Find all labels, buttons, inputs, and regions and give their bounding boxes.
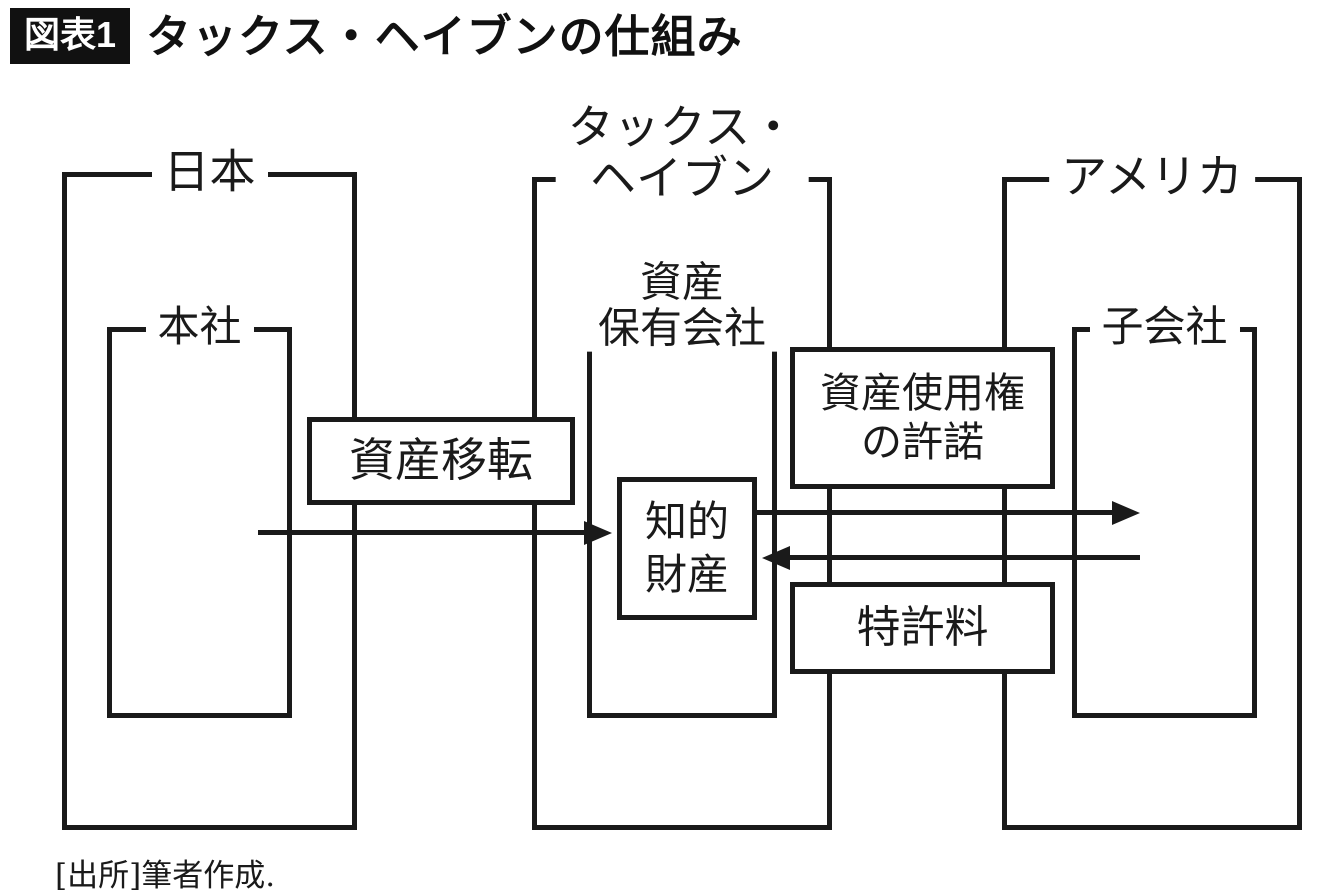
flow-label-asset-transfer: 資産移転 xyxy=(307,417,575,505)
entity-intellectual-property-label-line1: 知的 xyxy=(644,497,729,546)
flow-label-asset-transfer-text: 資産移転 xyxy=(349,433,533,488)
flow-label-license-grant-line2: の許諾 xyxy=(861,418,984,466)
arrow-right-head-icon xyxy=(1112,500,1140,525)
arrow-right-head-icon xyxy=(584,520,612,545)
entity-asset-holding-company-label: 資産 保有会社 xyxy=(585,257,779,353)
header: 図表1 タックス・ヘイブンの仕組み xyxy=(10,8,743,64)
flow-label-royalty: 特許料 xyxy=(790,582,1055,674)
entity-asset-holding-company-label-line1: 資産 xyxy=(639,257,725,307)
region-tax-haven-label-line1: タックス・ xyxy=(567,100,797,155)
figure-tag: 図表1 xyxy=(10,8,131,64)
entity-subsidiary-label: 子会社 xyxy=(1089,303,1240,351)
region-america: アメリカ xyxy=(1002,152,1302,830)
entity-asset-holding-company-label-line2: 保有会社 xyxy=(597,303,767,353)
license-grant-arrow xyxy=(757,500,1140,525)
region-tax-haven-label: タックス・ ヘイブン xyxy=(555,100,809,205)
asset-transfer-arrow xyxy=(258,520,612,545)
entity-intellectual-property-label-line2: 財産 xyxy=(644,549,729,599)
flow-label-license-grant-line1: 資産使用権 xyxy=(820,368,1025,417)
royalty-arrow xyxy=(762,545,1140,570)
entity-head-office: 本社 xyxy=(107,303,292,718)
diagram-title: タックス・ヘイブンの仕組み xyxy=(146,10,743,62)
entity-head-office-label: 本社 xyxy=(145,303,254,351)
entity-intellectual-property: 知的 財産 xyxy=(617,477,757,620)
region-tax-haven-label-line2: ヘイブン xyxy=(590,150,774,205)
entity-subsidiary: 子会社 xyxy=(1072,303,1257,718)
region-japan-label: 日本 xyxy=(151,147,268,198)
arrow-left-head-icon xyxy=(762,545,790,570)
flow-label-license-grant: 資産使用権 の許諾 xyxy=(790,347,1055,489)
region-america-label: アメリカ xyxy=(1049,152,1255,203)
source-note: [出所]筆者作成. xyxy=(55,858,276,894)
flow-label-royalty-text: 特許料 xyxy=(856,601,989,653)
